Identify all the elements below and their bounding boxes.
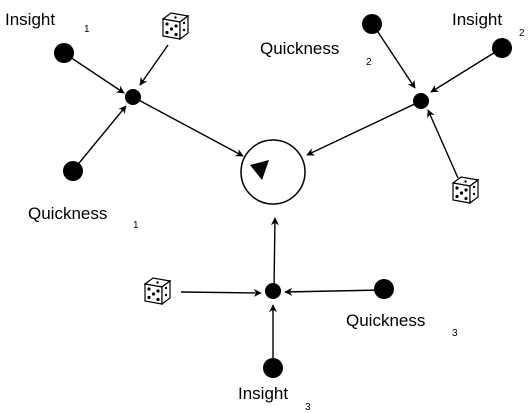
quickness-3-node [374,279,394,299]
edge-junction3-to-center [270,217,279,290]
dice-icon [162,12,189,40]
label-quickness-2: Quickness [260,39,339,58]
play-triangle-icon [250,160,269,180]
edge-dice2-to-junction2 [427,109,459,179]
label-insight-1: Insight [5,10,55,29]
dice-icon [452,176,479,204]
edge-dice3-to-junction3 [180,288,262,297]
junction-1 [125,89,141,105]
label-quickness-1-sub: 1 [133,220,139,231]
junction-3 [265,283,281,299]
insight-3-node [263,358,283,378]
center-node [240,139,306,205]
quickness-1-node [63,161,83,181]
label-insight-2-sub: 2 [519,28,525,39]
insight-1-node [54,43,74,63]
edge-quickness3-to-junction3 [284,287,383,296]
edge-junction2-to-center [306,100,422,156]
label-quickness-1: Quickness [28,204,107,223]
edge-dice1-to-junction1 [139,44,169,86]
label-quickness-2-sub: 2 [366,57,372,68]
label-quickness-3-sub: 3 [452,328,458,339]
label-insight-3: Insight [238,384,288,403]
dice-icon [144,277,171,305]
edge-insight2-to-junction2 [430,50,498,93]
label-quickness-3: Quickness [346,311,425,330]
quickness-2-node [362,14,382,34]
edge-junction1-to-center [132,96,244,157]
label-insight-3-sub: 3 [305,402,311,413]
junction-2 [413,93,429,109]
edge-quickness2-to-junction2 [373,25,416,89]
edge-insight1-to-junction1 [63,52,125,94]
label-insight-2: Insight [452,10,502,29]
edge-quickness1-to-junction1 [74,105,127,169]
insight-2-node [492,38,512,58]
label-insight-1-sub: 1 [84,24,90,35]
